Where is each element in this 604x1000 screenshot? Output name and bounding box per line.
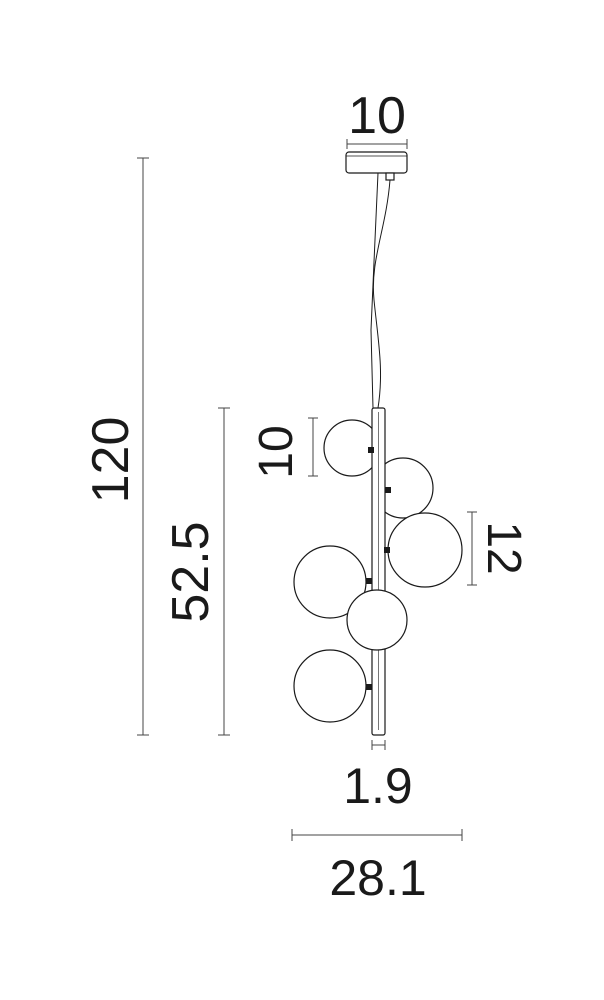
small-globe-label: 10 [250, 425, 303, 478]
total-height-label: 120 [82, 417, 140, 504]
dimension-total-height: 120 [82, 157, 149, 736]
globe-center [346, 589, 408, 651]
dimension-small-globe: 10 [250, 417, 318, 479]
suspension-cable [370, 172, 379, 409]
body-height-label: 52.5 [162, 521, 220, 622]
dimension-total-width: 28.1 [291, 829, 463, 906]
globe-bottom-left [293, 649, 367, 723]
ceiling-canopy [345, 151, 408, 174]
dimension-canopy-width: 10 [346, 87, 408, 149]
canopy-width-label: 10 [348, 87, 406, 145]
dimension-large-globe: 12 [467, 511, 530, 586]
total-width-label: 28.1 [329, 850, 426, 906]
dimension-body-height: 52.5 [162, 407, 230, 736]
globe-right-large [387, 512, 463, 588]
dimension-rod-width: 1.9 [343, 740, 413, 814]
rod-width-label: 1.9 [343, 758, 413, 814]
power-cord [372, 179, 391, 409]
large-globe-label: 12 [477, 521, 530, 574]
lamp-illustration [293, 151, 463, 736]
